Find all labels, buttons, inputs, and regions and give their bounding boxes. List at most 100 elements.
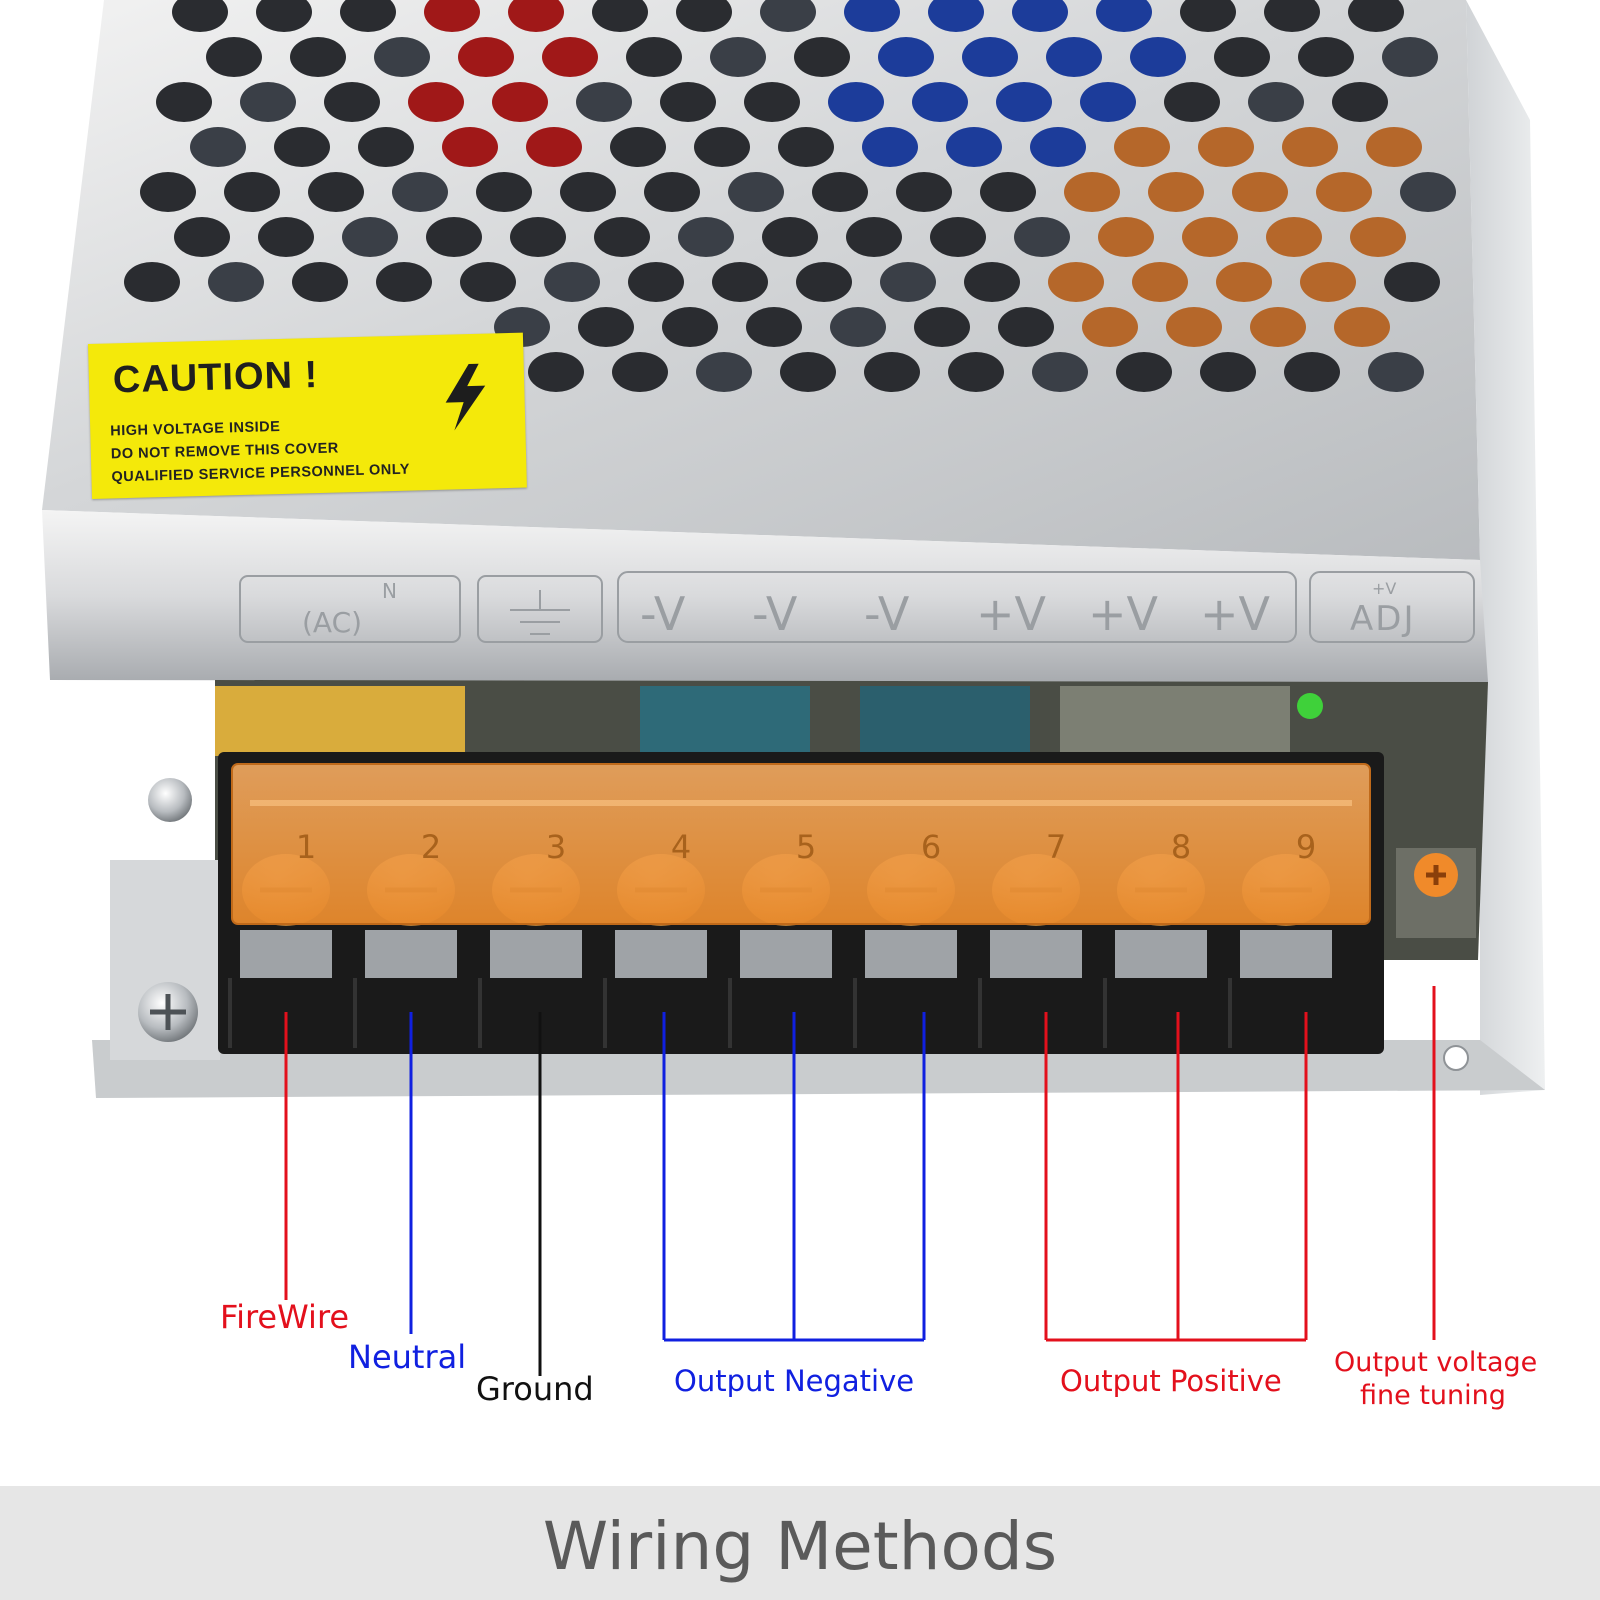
vent-hole [460, 262, 516, 302]
vent-hole [374, 37, 430, 77]
vent-hole [594, 217, 650, 257]
vent-hole [1248, 82, 1304, 122]
ac-superscript: N [382, 579, 397, 603]
vent-hole [1164, 82, 1220, 122]
vent-hole [206, 37, 262, 77]
vent-hole [794, 37, 850, 77]
vent-hole [1300, 262, 1356, 302]
vent-hole [1182, 217, 1238, 257]
terminal-number: 2 [421, 828, 441, 866]
vent-hole [1046, 37, 1102, 77]
terminal-clamp [1240, 930, 1332, 978]
capacitor [640, 686, 810, 756]
vent-hole [542, 37, 598, 77]
vent-hole [1048, 262, 1104, 302]
vent-hole [914, 307, 970, 347]
label-ground: Ground [476, 1370, 594, 1408]
vent-hole [746, 307, 802, 347]
output-voltage-mark: -V [752, 587, 798, 641]
vent-hole [308, 172, 364, 212]
terminal-divider [478, 978, 482, 1048]
base-plate [92, 1040, 1545, 1098]
terminal-number: 4 [671, 828, 691, 866]
vent-hole [1384, 262, 1440, 302]
vent-hole [878, 37, 934, 77]
terminal-number: 1 [296, 828, 316, 866]
vent-hole [1198, 127, 1254, 167]
capacitor [860, 686, 1030, 756]
internal-board [215, 686, 465, 756]
vent-hole [510, 217, 566, 257]
vent-hole [1216, 262, 1272, 302]
vent-hole [290, 37, 346, 77]
heat-sink [1060, 686, 1290, 756]
output-voltage-mark: +V [976, 587, 1047, 641]
vent-hole [392, 172, 448, 212]
caution-line: DO NOT REMOVE THIS COVER [110, 440, 339, 463]
chassis-screw [148, 778, 192, 822]
vent-hole [256, 0, 312, 32]
vent-hole [896, 172, 952, 212]
vent-hole [660, 82, 716, 122]
vent-hole [358, 127, 414, 167]
vent-hole [1014, 217, 1070, 257]
adj-marking: ADJ [1350, 599, 1415, 639]
vent-hole [1250, 307, 1306, 347]
terminal-number: 3 [546, 828, 566, 866]
vent-hole [1082, 307, 1138, 347]
label-firewire: FireWire [220, 1298, 350, 1336]
vent-hole [492, 82, 548, 122]
vent-hole [744, 82, 800, 122]
terminal-number: 6 [921, 828, 941, 866]
label-neutral: Neutral [348, 1338, 467, 1376]
output-voltage-mark: -V [864, 587, 910, 641]
vent-hole [610, 127, 666, 167]
vent-hole [912, 82, 968, 122]
cover-markings [239, 571, 1475, 643]
vent-hole [156, 82, 212, 122]
output-voltage-mark: +V [1200, 587, 1271, 641]
vent-hole [578, 307, 634, 347]
vent-hole [458, 37, 514, 77]
vent-hole [324, 82, 380, 122]
vent-hole [340, 0, 396, 32]
vent-hole [1098, 217, 1154, 257]
vent-hole [576, 82, 632, 122]
vent-hole [426, 217, 482, 257]
vent-hole [1348, 0, 1404, 32]
vent-hole [762, 217, 818, 257]
vent-hole [1116, 352, 1172, 392]
vent-hole [728, 172, 784, 212]
vent-hole [962, 37, 1018, 77]
vent-hole [1114, 127, 1170, 167]
vent-hole [1148, 172, 1204, 212]
terminal-number: 5 [796, 828, 816, 866]
terminal-clamp [490, 930, 582, 978]
vent-hole [1030, 127, 1086, 167]
vent-hole [1350, 217, 1406, 257]
vent-hole [612, 352, 668, 392]
vent-hole [760, 0, 816, 32]
vent-hole [1214, 37, 1270, 77]
vent-hole [946, 127, 1002, 167]
vent-hole [442, 127, 498, 167]
vent-hole [174, 217, 230, 257]
vent-hole [662, 307, 718, 347]
vent-hole [342, 217, 398, 257]
vent-hole [292, 262, 348, 302]
vent-hole [626, 37, 682, 77]
terminal-clamp [865, 930, 957, 978]
vent-hole [1166, 307, 1222, 347]
vent-hole [1032, 352, 1088, 392]
vent-hole [1132, 262, 1188, 302]
vent-hole [1096, 0, 1152, 32]
vent-hole [560, 172, 616, 212]
terminal-divider [1228, 978, 1232, 1048]
vent-hole [172, 0, 228, 32]
vent-hole [1080, 82, 1136, 122]
vent-hole [1264, 0, 1320, 32]
vent-hole [964, 262, 1020, 302]
caution-line: QUALIFIED SERVICE PERSONNEL ONLY [111, 461, 411, 486]
vent-hole [476, 172, 532, 212]
vent-hole [780, 352, 836, 392]
